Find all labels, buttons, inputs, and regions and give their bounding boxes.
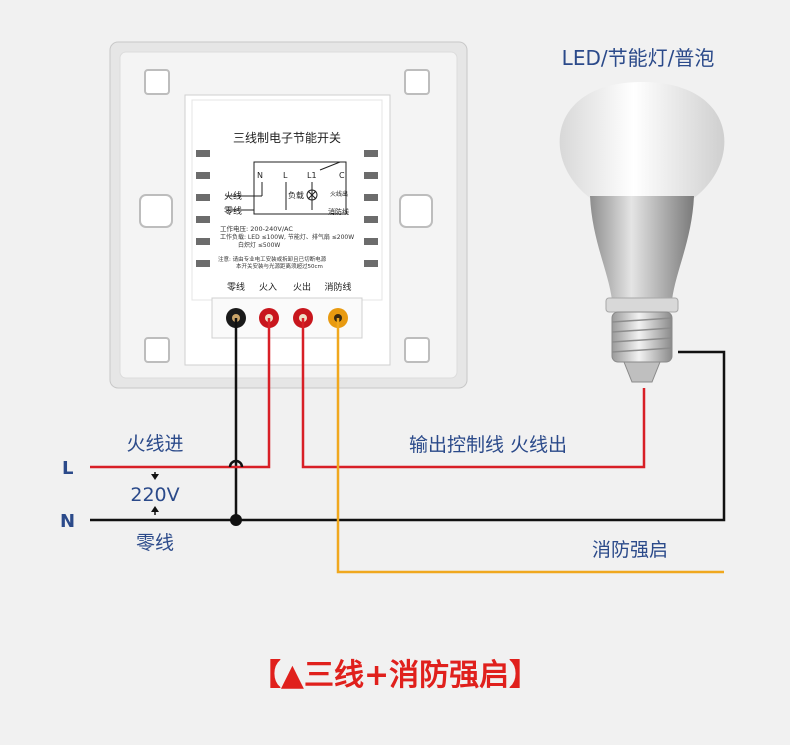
voltage-arrows: [151, 472, 159, 515]
terminal-label-live-out: 火出: [293, 281, 311, 293]
neutral-wire: [90, 350, 726, 522]
side-label-live: 火线: [224, 190, 242, 202]
terminal-label-live-in: 火入: [259, 282, 277, 293]
fire-wire: [336, 318, 724, 574]
fire-tag-label: 消防线: [328, 207, 349, 216]
live-in-wire: [90, 318, 271, 469]
terminal-block: [211, 297, 363, 339]
spec-line-3: 白炽灯 ≤500W: [238, 241, 280, 249]
spec-line-1: 工作电压: 200-240V/AC: [220, 224, 293, 233]
wire-crossover: [228, 459, 244, 468]
switch-title: 三线制电子节能开关: [233, 131, 341, 145]
voltage-label: 220V: [130, 484, 179, 506]
terminal-label-neutral: 零线: [227, 281, 245, 293]
spec-line-2: 工作负载: LED ≤100W, 节能灯、排气扇 ≤200W: [220, 233, 354, 241]
label-L: L: [62, 458, 73, 479]
schematic: [226, 161, 347, 215]
neutral-junction: [230, 514, 242, 526]
fire-tag: 火线出: [330, 190, 348, 198]
live-in-label: 火线进: [126, 433, 183, 455]
terminal-labels: 零线 火入 火出 消防线: [227, 281, 352, 293]
neutral-label: 零线: [136, 532, 174, 554]
mounting-holes: [139, 69, 433, 363]
output-label: 输出控制线 火线出: [409, 434, 567, 456]
letter-C: C: [339, 171, 345, 180]
live-out-wire: [301, 318, 646, 469]
note-line-1: 注意: 请由专业电工安装或拆卸且已切断电源: [218, 255, 327, 263]
side-label-neutral: 零线: [224, 205, 242, 217]
side-vents: [196, 150, 378, 267]
wires: [90, 318, 726, 574]
letter-L: L: [283, 171, 288, 180]
terminal-label-fire: 消防线: [324, 281, 351, 293]
terminal-letters: N L L1 C: [257, 171, 345, 180]
label-N: N: [60, 511, 75, 532]
fire-label: 消防强启: [592, 539, 668, 561]
lamp-label: LED/节能灯/普泡: [562, 46, 715, 70]
note-line-2: 本开关安装与光源距离须超过50cm: [236, 262, 323, 270]
letter-L1: L1: [307, 171, 317, 180]
load-label: 负载: [288, 190, 304, 200]
switch-body: 三线制电子节能开关 N L L1 C 火线 零线 负载 火线出 消防线 工作电压…: [109, 41, 468, 389]
caption-title: 【▲三线+消防强启】: [250, 658, 540, 693]
light-bulb-icon: [559, 82, 725, 383]
letter-N: N: [257, 171, 263, 180]
